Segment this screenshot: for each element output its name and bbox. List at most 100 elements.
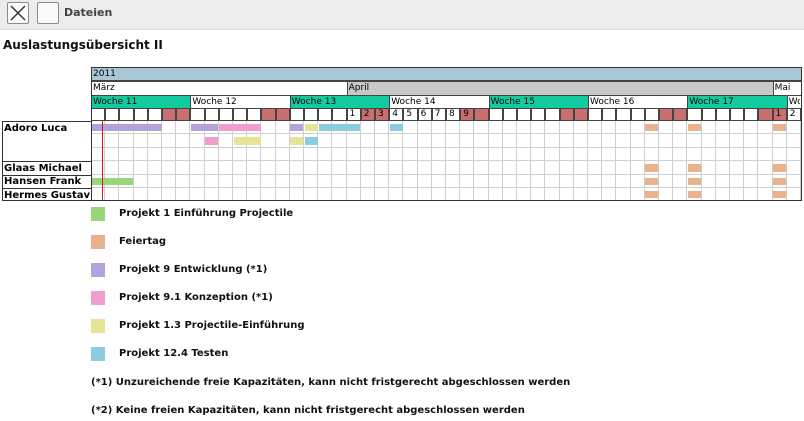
grid-cell [460, 147, 475, 162]
grid-cell [375, 121, 390, 135]
grid-cell [431, 174, 446, 188]
grid-cell [786, 134, 801, 148]
grid-cell [304, 147, 319, 162]
grid-cell [730, 121, 745, 135]
grid-cell [332, 161, 347, 175]
grid-cell [488, 134, 503, 148]
grid-cell [176, 121, 191, 135]
project-bar[interactable] [290, 137, 304, 145]
grid-cell [318, 174, 333, 188]
page-title: Auslastungsübersicht II [3, 38, 163, 52]
grid-cell [119, 188, 134, 202]
grid-cell [190, 161, 205, 175]
grid-cell [162, 188, 177, 202]
day-number: 4 [392, 109, 398, 119]
grid-cell [375, 188, 390, 202]
grid-cell [261, 134, 276, 148]
grid-cell [701, 174, 716, 188]
holiday-bar [773, 177, 787, 185]
grid-cell [588, 121, 603, 135]
grid-cell [573, 188, 588, 202]
project-bar[interactable] [91, 124, 162, 132]
grid-cell [346, 134, 361, 148]
week-label: Woche 16 [590, 97, 635, 107]
grid-cell [588, 174, 603, 188]
grid-cell [275, 174, 290, 188]
person-name: Adoro Luca [4, 122, 68, 134]
grid-cell [275, 161, 290, 175]
year-label: 2011 [93, 69, 116, 79]
grid-cell [474, 134, 489, 148]
legend-label: Projekt 1.3 Projectile-Einführung [119, 320, 305, 331]
grid-cell [616, 174, 631, 188]
project-bar[interactable] [304, 137, 318, 145]
grid-cell [218, 134, 233, 148]
grid-cell [275, 134, 290, 148]
day-header-cell [602, 108, 617, 121]
day-header-cell [446, 108, 461, 121]
project-bar[interactable] [389, 124, 403, 132]
grid-cell [517, 188, 532, 202]
blank-button[interactable] [37, 2, 59, 24]
grid-cell [673, 161, 688, 175]
project-bar[interactable] [233, 137, 261, 145]
grid-cell [602, 174, 617, 188]
grid-cell [502, 174, 517, 188]
grid-cell [758, 134, 773, 148]
grid-cell [659, 174, 674, 188]
grid-cell [147, 174, 162, 188]
grid-cell [602, 161, 617, 175]
grid-cell [417, 147, 432, 162]
grid-cell [488, 147, 503, 162]
grid-cell [559, 174, 574, 188]
grid-cell [360, 121, 375, 135]
grid-cell [517, 121, 532, 135]
grid-cell [133, 134, 148, 148]
grid-cell [375, 174, 390, 188]
grid-cell [559, 121, 574, 135]
grid-cell [517, 147, 532, 162]
grid-cell [190, 147, 205, 162]
project-bar[interactable] [91, 177, 134, 185]
grid-cell [659, 121, 674, 135]
day-header-cell [389, 108, 404, 121]
grid-cell [687, 134, 702, 148]
month-cell [346, 81, 773, 95]
grid-cell [573, 147, 588, 162]
grid-cell [133, 174, 148, 188]
grid-cell [559, 161, 574, 175]
grid-cell [616, 147, 631, 162]
day-header-cell [247, 108, 262, 121]
grid-cell [545, 121, 560, 135]
grid-cell [147, 147, 162, 162]
grid-cell [573, 174, 588, 188]
project-bar[interactable] [219, 124, 261, 132]
project-bar[interactable] [318, 124, 361, 132]
holiday-bar [687, 164, 702, 172]
grid-cell [744, 161, 759, 175]
grid-cell [162, 134, 177, 148]
grid-cell [786, 121, 801, 135]
grid-cell [559, 147, 574, 162]
grid-cell [602, 147, 617, 162]
day-header-cell [644, 108, 659, 121]
month-label: Mai [774, 83, 791, 93]
holiday-bar [687, 191, 702, 199]
grid-cell [659, 147, 674, 162]
day-header-cell [517, 108, 532, 121]
person-separator [2, 161, 91, 163]
project-bar[interactable] [304, 124, 318, 132]
day-header-cell [233, 108, 248, 121]
project-bar[interactable] [190, 124, 219, 132]
close-button[interactable] [7, 2, 29, 24]
project-bar[interactable] [290, 124, 304, 132]
day-header-cell [488, 108, 503, 121]
holiday-bar [645, 177, 659, 185]
grid-cell [659, 188, 674, 202]
grid-cell [332, 174, 347, 188]
project-bar[interactable] [205, 137, 219, 145]
grid-cell [715, 161, 730, 175]
grid-cell [417, 121, 432, 135]
grid-cell [389, 161, 404, 175]
grid-cell [786, 147, 801, 162]
